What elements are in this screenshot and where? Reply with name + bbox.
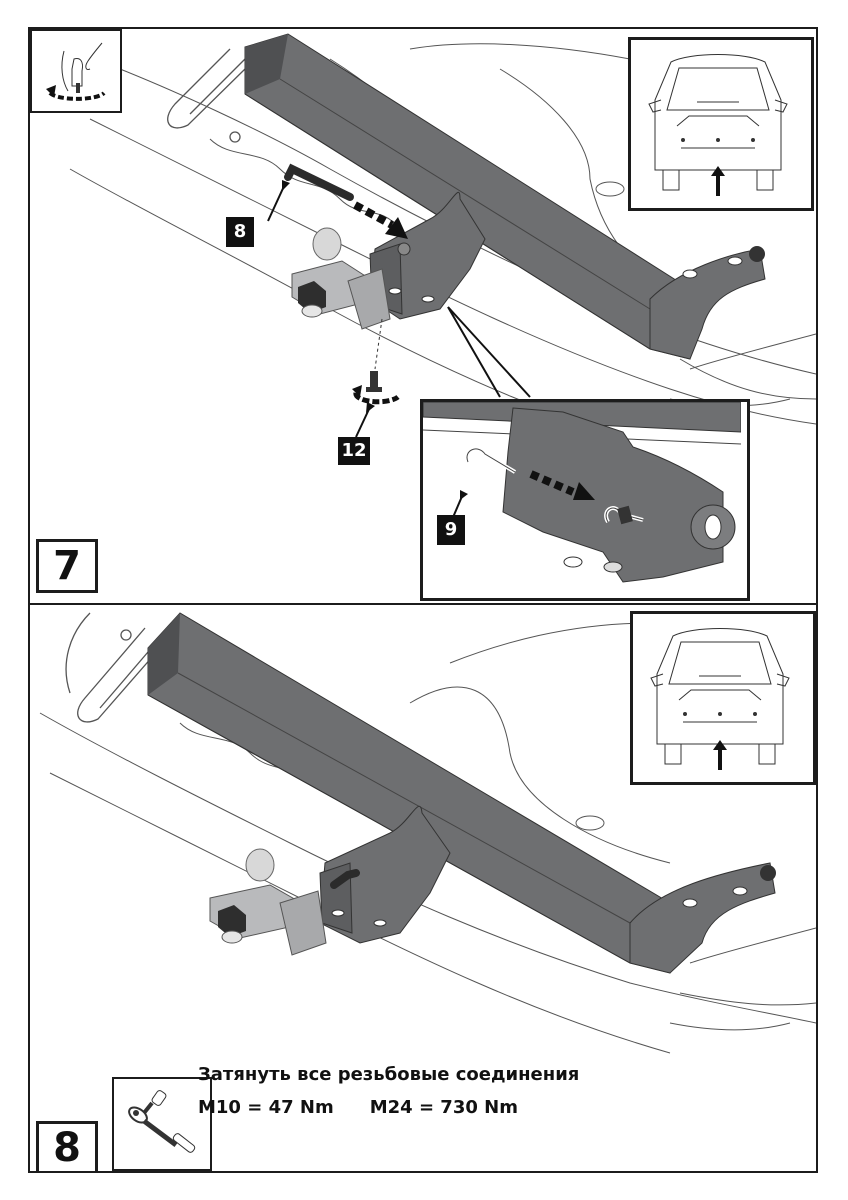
tow-bar-beam	[147, 612, 671, 974]
torque-spec-m24: M24 = 730 Nm	[369, 1097, 518, 1118]
tow-hook-outline	[65, 612, 161, 723]
up-arrow-icon	[711, 166, 725, 196]
tow-hook-outline	[167, 48, 246, 143]
step-8-panel: 8	[30, 603, 816, 1171]
ball-mount	[291, 227, 391, 330]
callout-9: 9	[437, 515, 465, 545]
up-arrow-icon	[713, 740, 727, 770]
callout-12: 12	[338, 437, 370, 465]
tow-bar-beam	[244, 33, 691, 360]
right-mounting-bracket	[649, 246, 766, 360]
instruction-page: 9 8 12 7	[28, 27, 818, 1173]
callout-8: 8	[226, 217, 254, 247]
pin-part-8	[284, 163, 354, 201]
installed-pin	[330, 869, 360, 889]
step-8-illustration	[39, 612, 816, 1054]
hitch-bracket	[319, 805, 451, 944]
step-7-illustration	[69, 33, 816, 470]
right-mounting-bracket	[629, 862, 776, 974]
torque-wrench-icon	[112, 1077, 212, 1171]
torque-specs: M10 = 47 Nm M24 = 730 Nm	[198, 1097, 518, 1118]
instruction-text: Затянуть все резьбовые соединения	[198, 1064, 580, 1085]
torque-spec-m10: M10 = 47 Nm	[198, 1097, 334, 1118]
step-7-panel: 9 8 12 7	[30, 29, 816, 605]
bolt-part-12	[352, 318, 400, 405]
step-number-8: 8	[36, 1121, 98, 1171]
hand-tighten-icon	[30, 29, 122, 113]
insert-arrow-8	[353, 201, 408, 239]
car-rear-view-icon	[630, 611, 816, 785]
ball-mount	[209, 848, 327, 956]
car-rear-view-icon	[628, 37, 814, 211]
step-number-7: 7	[36, 539, 98, 593]
detail-inset-clip: 9	[420, 399, 750, 601]
